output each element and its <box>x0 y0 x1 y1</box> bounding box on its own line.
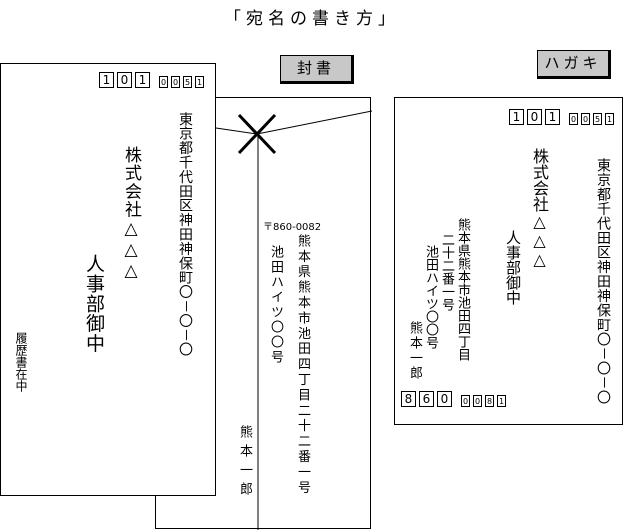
postal-digit-small: 0 <box>473 395 482 407</box>
back-sender-name: 熊本一郎 <box>237 425 252 501</box>
back-address-line2: 池田ハイツ〇〇号 <box>268 245 283 365</box>
postal-digit: 0 <box>437 391 452 407</box>
postcard-company-name: 株式会社△△△ <box>530 148 549 269</box>
postcard-sender-address1: 熊本県熊本市池田四丁目 <box>455 218 470 361</box>
postal-digit-small: 1 <box>497 395 506 407</box>
front-recipient-address: 東京都千代田区神田神保町〇－〇－〇 <box>177 112 193 357</box>
postal-digit: 0 <box>527 109 542 125</box>
postal-digit-small: 1 <box>605 113 614 125</box>
postcard-sender-address2: 二十二番一号 <box>439 233 454 311</box>
postal-digit-small: 5 <box>183 76 192 88</box>
back-address-line1: 熊本県熊本市池田四丁目二十二番一号 <box>295 234 310 496</box>
postal-digit: 1 <box>99 72 114 88</box>
postal-digit-small: 0 <box>171 76 180 88</box>
postcard-recipient-address: 東京都千代田区神田神保町〇－〇－〇 <box>595 158 611 405</box>
postal-digit: 8 <box>401 391 416 407</box>
envelope-front: 1 0 1 0 0 5 1 東京都千代田区神田神保町〇－〇－〇 株式会社△△△ … <box>0 63 216 496</box>
postal-digit: 1 <box>545 109 560 125</box>
back-postal-code: 〒860-0082 <box>263 222 322 233</box>
page-title: 「宛名の書き方」 <box>224 9 400 29</box>
postcard-department: 人事部御中 <box>504 230 522 305</box>
postal-digit: 6 <box>419 391 434 407</box>
postal-digit: 1 <box>509 109 524 125</box>
postcard: 1 0 1 0 0 5 1 東京都千代田区神田神保町〇－〇－〇 株式会社△△△ … <box>394 97 623 425</box>
postal-digit-small: 5 <box>593 113 602 125</box>
postcard-sender-postal-boxes: 8 6 0 0 0 8 1 <box>401 391 506 407</box>
front-enclosure-note: 履歴書在中 <box>14 332 28 392</box>
postal-digit-small: 0 <box>461 395 470 407</box>
postcard-sender-address3: 池田ハイツ〇〇号 <box>423 245 438 349</box>
envelope-flap-lines <box>215 110 372 530</box>
postal-digit-small: 0 <box>159 76 168 88</box>
label-hagaki: ハガキ <box>537 50 611 79</box>
postal-digit-small: 1 <box>195 76 204 88</box>
postcard-postal-boxes: 1 0 1 0 0 5 1 <box>509 109 614 125</box>
postal-digit-small: 8 <box>485 395 494 407</box>
front-postal-boxes: 1 0 1 0 0 5 1 <box>99 72 204 88</box>
label-fusho: 封書 <box>280 55 354 84</box>
front-company-name: 株式会社△△△ <box>121 146 141 283</box>
postcard-sender-name: 熊本一郎 <box>407 321 422 381</box>
postal-digit-small: 0 <box>581 113 590 125</box>
front-department: 人事部御中 <box>83 254 105 353</box>
postal-digit: 0 <box>117 72 132 88</box>
postal-digit-small: 0 <box>569 113 578 125</box>
postal-digit: 1 <box>135 72 150 88</box>
